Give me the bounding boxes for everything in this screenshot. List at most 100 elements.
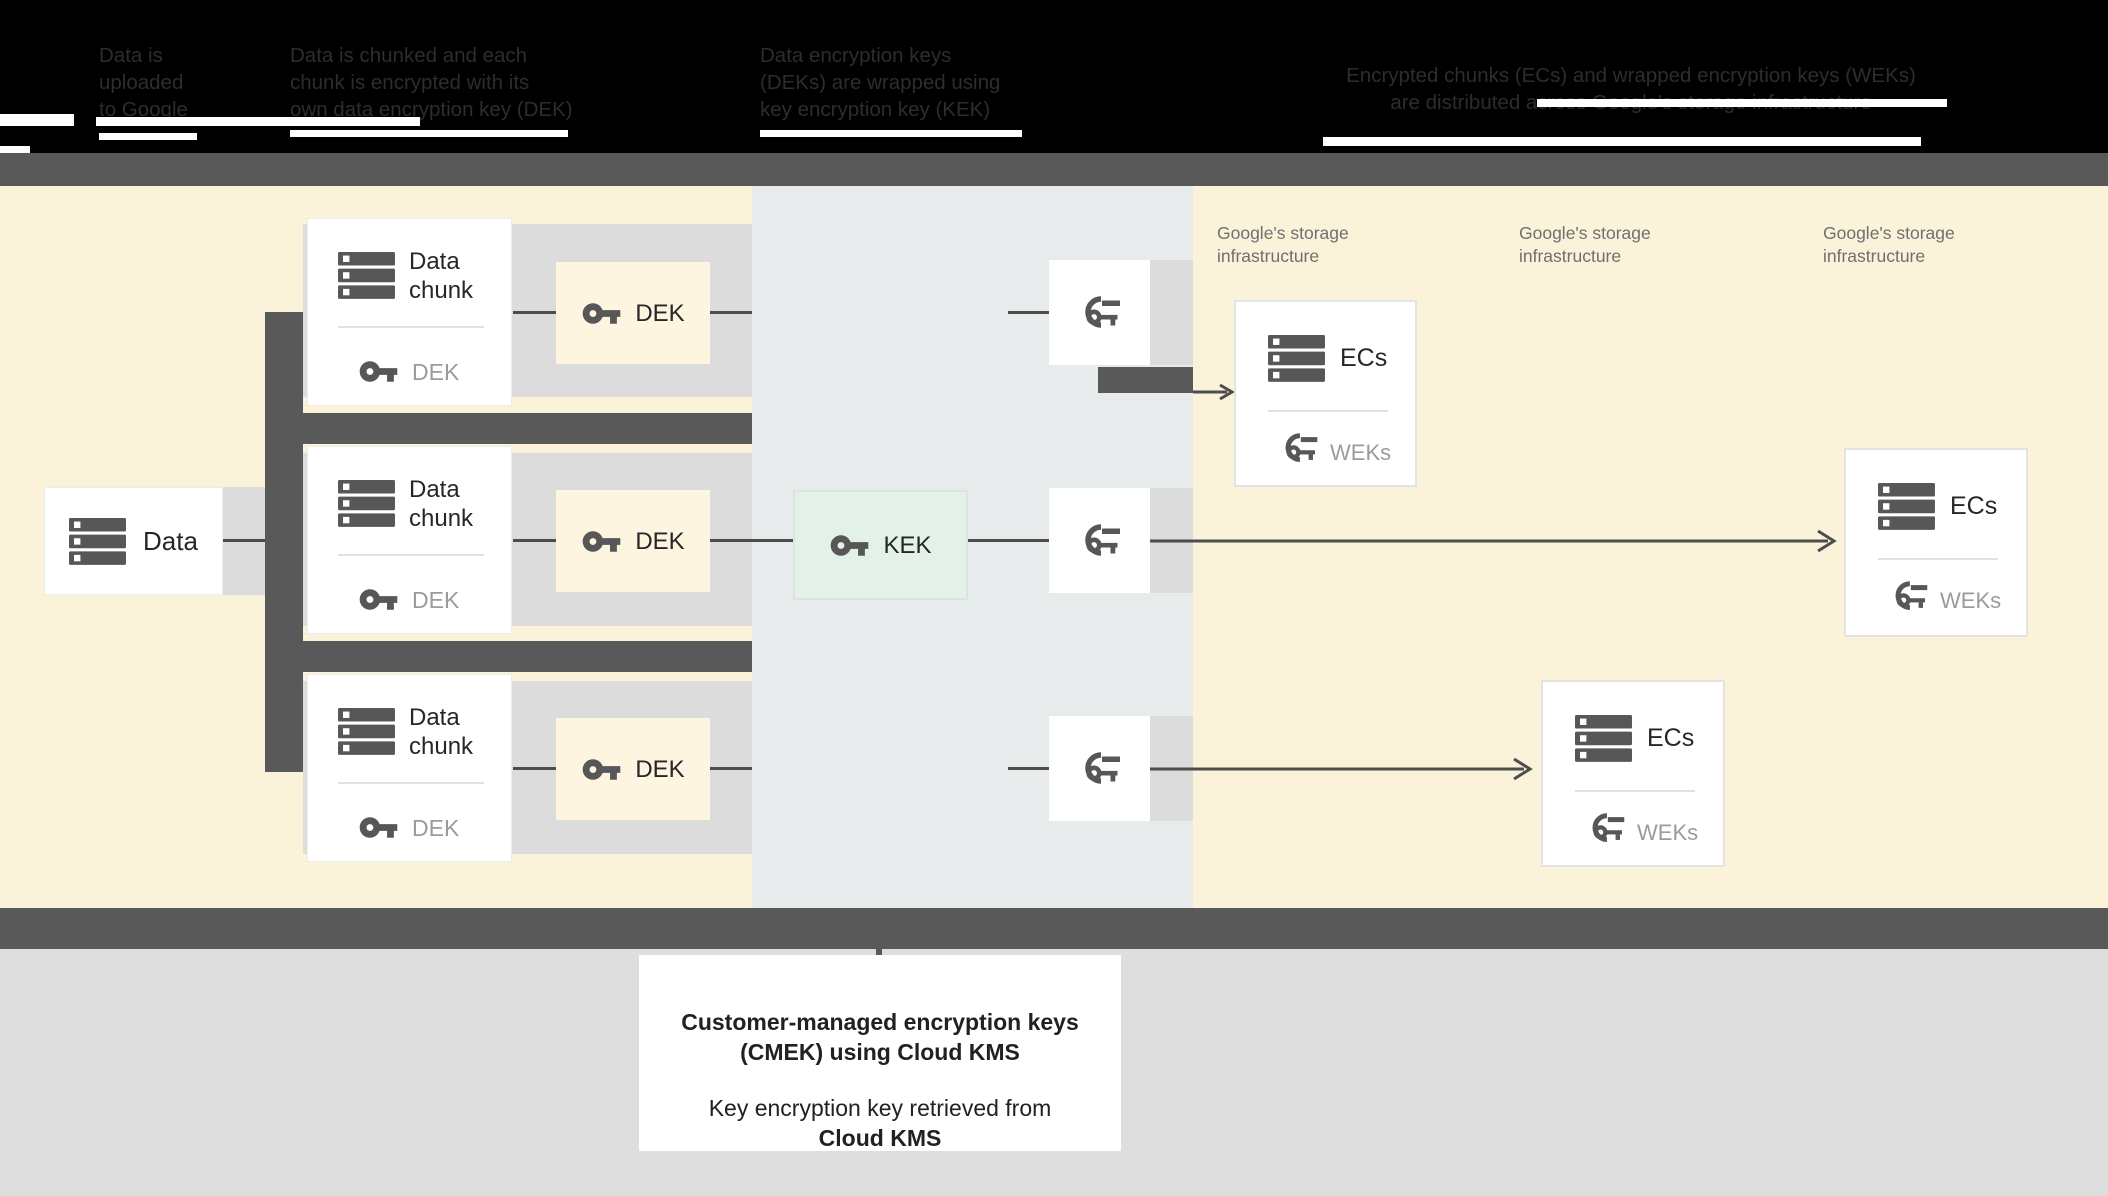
connector-line [513, 767, 556, 770]
ecs-label: ECs [1950, 492, 1998, 520]
glitch-streak [96, 117, 420, 126]
caption-spacer [639, 1067, 1121, 1093]
data-box: Data [44, 487, 223, 595]
connector-line [710, 767, 752, 770]
ecs-label: ECs [1340, 344, 1388, 372]
step-caption-line: to Google [99, 98, 188, 121]
connector-line [968, 539, 1049, 542]
step-caption-line: chunk is encrypted with its [290, 71, 530, 94]
ecs-card: ECs WEKs [1844, 448, 2028, 637]
kek-label: KEK [883, 531, 932, 559]
wrapped-key-icon [1084, 295, 1120, 328]
glitch-streak [99, 133, 197, 140]
key-icon [583, 758, 621, 780]
wrapped-key-box [1049, 716, 1150, 821]
step-caption-3: Data encryption keys (DEKs) are wrapped … [760, 42, 1000, 123]
dek-label: DEK [635, 755, 685, 783]
arrow-to-ecs3-icon [1150, 757, 1533, 781]
arrow-to-ecs1-icon [1193, 383, 1235, 401]
wrapped-key-box [1049, 488, 1150, 593]
step-caption-line: Data is chunked and each [290, 44, 528, 67]
step-caption-1: Data is uploaded to Google [99, 42, 188, 123]
database-icon [1575, 715, 1632, 762]
dek-label: DEK [635, 527, 685, 555]
connector-line [1008, 311, 1049, 314]
card-divider [1878, 558, 1998, 560]
chunk-dek-label: DEK [412, 587, 460, 613]
key-icon [583, 302, 621, 324]
step-caption-line: uploaded [99, 71, 184, 94]
connector-line [513, 311, 556, 314]
thick-arrow-block [1098, 367, 1193, 393]
connector-line [710, 311, 752, 314]
step-caption-4: Encrypted chunks (ECs) and wrapped encry… [1315, 62, 1947, 116]
wrapped-key-icon [1285, 433, 1318, 462]
arrow-to-ecs2-icon [1150, 529, 1837, 553]
dek-label: DEK [635, 299, 685, 327]
weks-label: WEKs [1940, 588, 2002, 613]
trunk-pipe [265, 312, 303, 772]
weks-label: WEKs [1637, 820, 1699, 845]
key-icon [583, 530, 621, 552]
card-divider [338, 554, 484, 556]
glitch-streak [1537, 99, 1947, 107]
database-icon [338, 252, 395, 299]
dek-box: DEK [556, 718, 710, 820]
figure-caption: Customer-managed encryption keys (CMEK) … [639, 955, 1121, 1151]
key-icon [359, 589, 398, 610]
wrapped-key-icon [1895, 581, 1928, 610]
card-divider [1575, 790, 1695, 792]
card-divider [338, 782, 484, 784]
inter-row-pipe-1 [265, 413, 752, 444]
weks-label: WEKs [1330, 440, 1392, 465]
database-icon [1878, 483, 1935, 530]
connector-line [710, 539, 793, 542]
connector-line [1008, 767, 1049, 770]
wrap1-band [1150, 260, 1193, 365]
ecs-label: ECs [1647, 724, 1695, 752]
chunk-dek-label: DEK [412, 815, 460, 841]
glitch-streak [0, 114, 74, 126]
card-divider [1268, 410, 1388, 412]
caption-title-line: (CMEK) using Cloud KMS [740, 1039, 1020, 1065]
caption-connector-tick [876, 949, 882, 956]
glitch-streak [760, 130, 1022, 137]
wrapped-key-icon [1084, 751, 1120, 784]
database-icon [338, 480, 395, 527]
database-icon [338, 708, 395, 755]
top-frame-bar [0, 153, 2108, 186]
caption-subtitle-line: Key encryption key retrieved from [708, 1095, 1052, 1121]
inter-row-pipe-2 [265, 641, 752, 672]
ecs-card: ECs WEKs [1234, 300, 1417, 487]
step-caption-line: key encryption key (KEK) [760, 98, 991, 121]
ecs-card: ECs WEKs [1541, 680, 1725, 867]
key-icon [359, 817, 398, 838]
wrapped-key-icon [1084, 523, 1120, 556]
dek-box: DEK [556, 490, 710, 592]
step-caption-line: Encrypted chunks (ECs) and wrapped encry… [1346, 64, 1916, 87]
chunk-dek-label: DEK [412, 359, 460, 385]
step-caption-line: Data encryption keys [760, 44, 952, 67]
caption-title-line: Customer-managed encryption keys [681, 1009, 1079, 1035]
database-icon [1268, 335, 1325, 382]
key-icon [359, 361, 398, 382]
bottom-frame-bar [0, 908, 2108, 949]
glitch-streak [0, 146, 30, 154]
step-caption-line: own data encryption key (DEK) [290, 98, 573, 121]
connector-line [223, 539, 265, 542]
key-icon [831, 534, 869, 556]
wrapped-key-icon [1592, 813, 1625, 842]
step-caption-line: Data is [99, 44, 163, 67]
caption-subtitle-line: Cloud KMS [818, 1125, 942, 1151]
connector-line [513, 539, 556, 542]
